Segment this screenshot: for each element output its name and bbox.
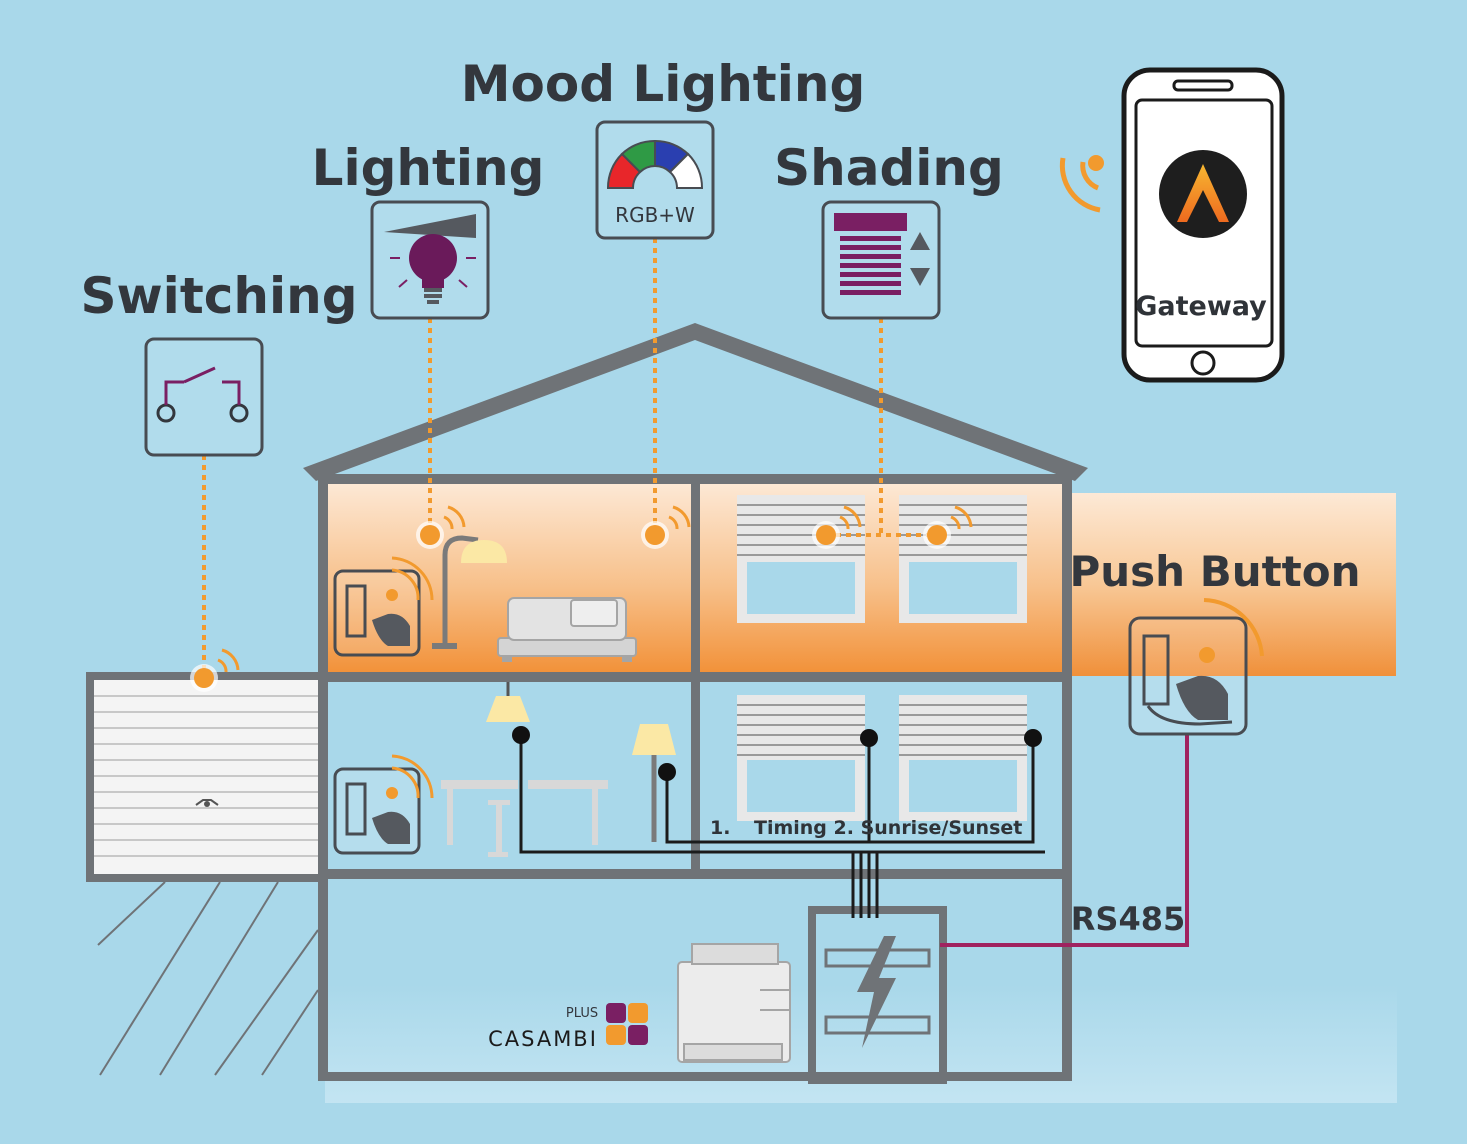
ground-hatch: [97, 881, 319, 1076]
garage-door: [94, 680, 318, 874]
pendant-lamp: [486, 682, 530, 722]
timing-label: Timing 2. Sunrise/Sunset: [754, 817, 1022, 839]
window-middle-right: [899, 695, 1027, 821]
window-middle-left: [737, 695, 865, 821]
table-lamp: [632, 724, 676, 842]
window-upper-left: [737, 495, 865, 623]
roof: [303, 323, 1088, 481]
push-button-icon-upper: [333, 556, 434, 657]
push-button-label: Push Button: [1069, 547, 1360, 596]
casambi-plus-label: PLUS: [566, 1006, 598, 1021]
rgbw-gauge-icon: RGB+W: [595, 120, 715, 240]
mood-lighting-label: Mood Lighting: [461, 55, 865, 113]
floor-lamp: [432, 535, 507, 649]
shading-blind-icon: [821, 200, 941, 320]
basement-floor-glow: [325, 985, 1397, 1103]
dining-table: [441, 780, 608, 857]
wireless-signal-icon: [1059, 155, 1104, 213]
timing-number-label: 1.: [710, 817, 730, 839]
switching-label: Switching: [80, 267, 357, 325]
wired-connections: [519, 735, 1045, 918]
power-lightning-icon: [857, 936, 896, 1048]
wired-nodes: [512, 726, 1042, 781]
bed: [497, 597, 637, 662]
rs485-label: RS485: [1071, 900, 1185, 938]
rs485-bus-line: [940, 733, 1189, 947]
gateway-label: Gateway: [1135, 291, 1267, 322]
casambi-module: [677, 943, 791, 1063]
gateway-app-logo-icon: [1159, 150, 1247, 238]
smartphone-icon: Gateway: [1121, 67, 1285, 383]
push-button-band: [1070, 493, 1396, 676]
rgbw-label: RGB+W: [615, 203, 695, 227]
casambi-label: CASAMBI: [488, 1027, 598, 1051]
lighting-label: Lighting: [312, 139, 545, 197]
light-bulb-icon: [370, 200, 490, 320]
casambi-logo-icon: PLUS CASAMBI: [488, 1003, 648, 1051]
garage-handle-icon: [195, 799, 219, 806]
window-upper-right: [899, 495, 1027, 623]
switch-icon: [144, 337, 264, 457]
shading-label: Shading: [774, 139, 1004, 197]
wireless-nodes: [190, 505, 973, 692]
house-walls: [86, 474, 1072, 1081]
wireless-links: [202, 238, 937, 670]
push-button-icon-external: [1128, 598, 1264, 736]
push-button-icon-middle: [333, 754, 434, 855]
